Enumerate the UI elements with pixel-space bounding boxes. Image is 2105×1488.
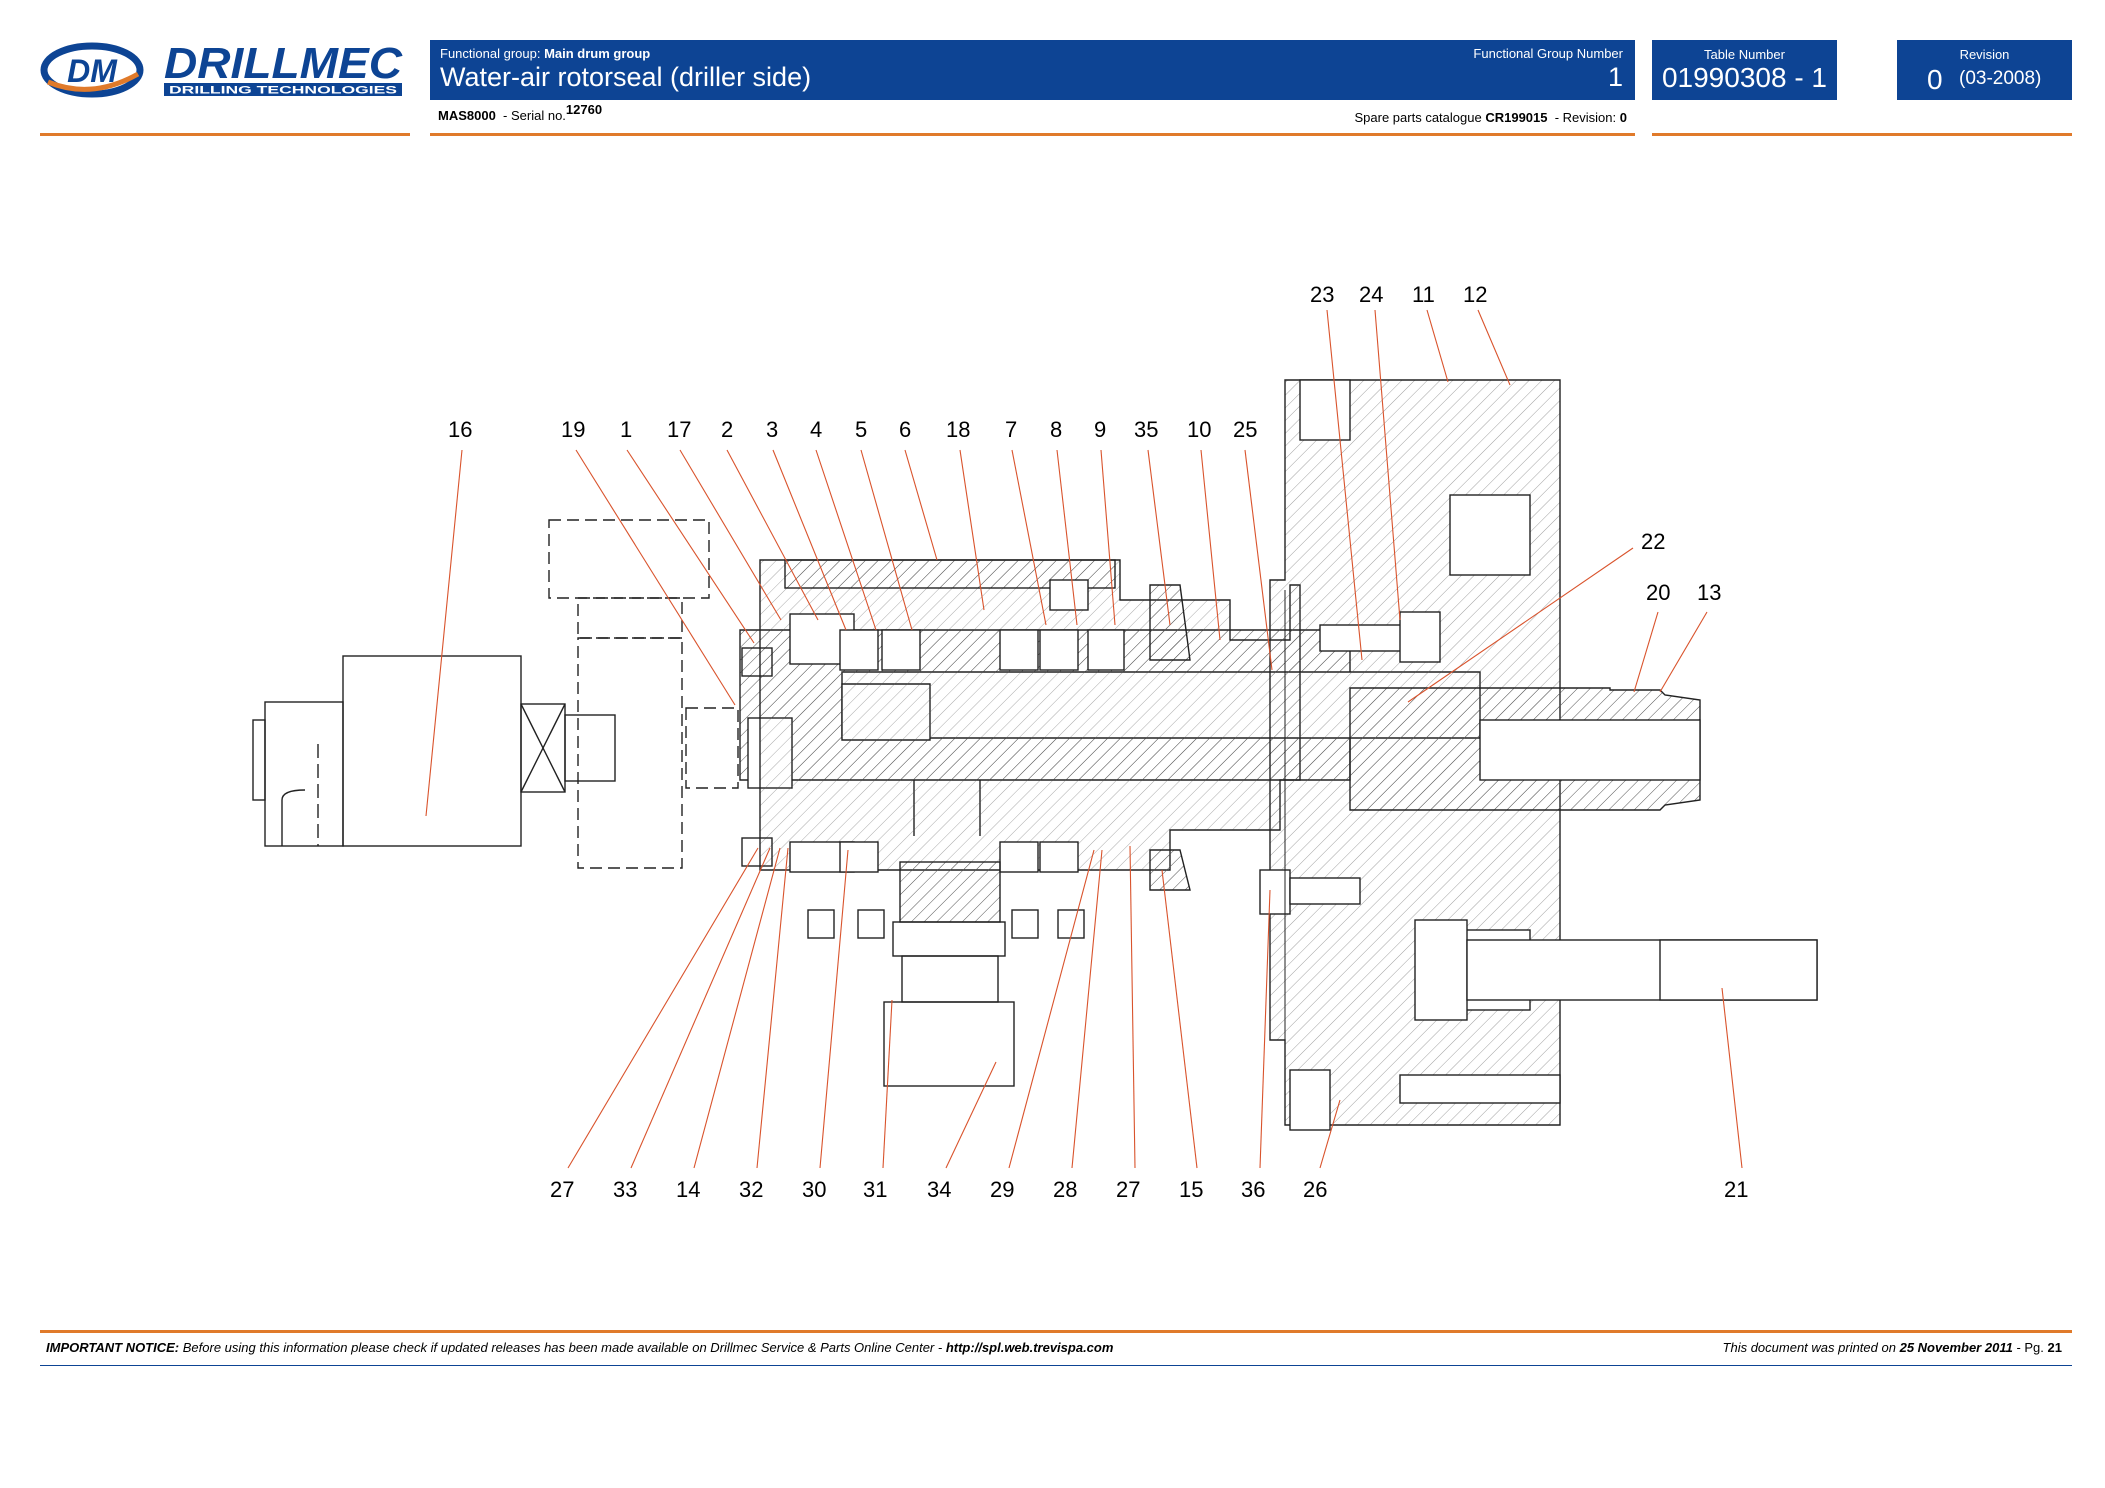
logo-graphic: DM DRILLMEC DRILLING TECHNOLOGIES bbox=[40, 39, 403, 98]
callout-14: 14 bbox=[676, 1177, 701, 1202]
callout-27-left: 27 bbox=[550, 1177, 575, 1202]
revision-label: Revision bbox=[1959, 47, 2010, 62]
callout-17: 17 bbox=[667, 417, 692, 442]
model-serial: MAS8000 - Serial no.12760 bbox=[438, 102, 603, 123]
callout-8: 8 bbox=[1050, 417, 1063, 442]
table-number-box: Table Number 01990308 - 1 bbox=[1652, 40, 1837, 100]
revision-number: 0 bbox=[1927, 64, 1943, 95]
header-rule-right bbox=[1652, 133, 2072, 136]
drillmec-logo: DM DRILLMEC DRILLING TECHNOLOGIES bbox=[40, 38, 410, 100]
callout-19: 19 bbox=[561, 417, 586, 442]
callout-11: 11 bbox=[1412, 282, 1435, 307]
logo-rule bbox=[40, 133, 410, 136]
serial-number: 12760 bbox=[565, 102, 603, 117]
logo-tagline: DRILLING TECHNOLOGIES bbox=[169, 85, 397, 97]
callout-4: 4 bbox=[810, 417, 823, 442]
callout-30: 30 bbox=[802, 1177, 827, 1202]
callout-16: 16 bbox=[448, 417, 473, 442]
notice-url[interactable]: http://spl.web.trevispa.com bbox=[945, 1340, 1114, 1355]
table-number: 01990308 - 1 bbox=[1661, 62, 1828, 93]
callout-12: 12 bbox=[1463, 282, 1488, 307]
notice-text: Before using this information please che… bbox=[182, 1340, 943, 1355]
callout-22: 22 bbox=[1641, 529, 1666, 554]
functional-group-number: 1 bbox=[1607, 62, 1623, 92]
catalogue-info: Spare parts catalogue CR199015 - Revisio… bbox=[1354, 110, 1628, 125]
callout-9: 9 bbox=[1094, 417, 1107, 442]
callout-28: 28 bbox=[1053, 1177, 1078, 1202]
callout-27-right: 27 bbox=[1116, 1177, 1141, 1202]
functional-group-line: Functional group: Main drum group bbox=[440, 46, 651, 61]
important-notice: IMPORTANT NOTICE: Before using this info… bbox=[46, 1340, 1113, 1355]
callout-2: 2 bbox=[721, 417, 734, 442]
notice-label: IMPORTANT NOTICE: bbox=[46, 1340, 180, 1355]
callout-6: 6 bbox=[899, 417, 912, 442]
catalogue-number: CR199015 bbox=[1485, 110, 1548, 125]
header-rule bbox=[430, 133, 1635, 136]
table-number-label: Table Number bbox=[1704, 47, 1785, 62]
functional-group-number-label: Functional Group Number bbox=[1473, 46, 1623, 61]
page-title: Water-air rotorseal (driller side) bbox=[440, 62, 812, 92]
print-info: This document was printed on 25 November… bbox=[1722, 1340, 2062, 1355]
callout-5: 5 bbox=[855, 417, 868, 442]
callout-35: 35 bbox=[1134, 417, 1159, 442]
callout-23: 23 bbox=[1310, 282, 1335, 307]
callout-1: 1 bbox=[620, 417, 633, 442]
callout-32: 32 bbox=[739, 1177, 764, 1202]
callout-26: 26 bbox=[1303, 1177, 1328, 1202]
callout-7: 7 bbox=[1005, 417, 1018, 442]
footer-rule-bottom bbox=[40, 1365, 2072, 1366]
footer-rule-top bbox=[40, 1330, 2072, 1333]
callout-3: 3 bbox=[766, 417, 779, 442]
callout-29: 29 bbox=[990, 1177, 1015, 1202]
callout-24: 24 bbox=[1359, 282, 1384, 307]
logo-brand: DRILLMEC bbox=[164, 39, 403, 88]
callout-31: 31 bbox=[863, 1177, 888, 1202]
callout-34: 34 bbox=[927, 1177, 952, 1202]
callout-15: 15 bbox=[1179, 1177, 1204, 1202]
callout-13: 13 bbox=[1697, 580, 1722, 605]
callout-18: 18 bbox=[946, 417, 971, 442]
callout-10: 10 bbox=[1187, 417, 1212, 442]
catalogue-revision: 0 bbox=[1619, 110, 1627, 125]
revision-date: (03-2008) bbox=[1959, 68, 2042, 89]
callout-21: 21 bbox=[1724, 1177, 1749, 1202]
revision-box: Revision 0 (03-2008) bbox=[1897, 40, 2072, 100]
functional-group: Main drum group bbox=[544, 46, 651, 61]
callout-25: 25 bbox=[1233, 417, 1258, 442]
callout-36: 36 bbox=[1241, 1177, 1266, 1202]
logo-monogram: DM bbox=[67, 53, 118, 89]
model: MAS8000 bbox=[438, 108, 496, 123]
callout-20: 20 bbox=[1646, 580, 1671, 605]
title-box: Functional group: Main drum group Water-… bbox=[430, 40, 1635, 100]
callout-33: 33 bbox=[613, 1177, 638, 1202]
printed-date: 25 November 2011 bbox=[1899, 1340, 2013, 1355]
page-number: 21 bbox=[2047, 1340, 2062, 1355]
